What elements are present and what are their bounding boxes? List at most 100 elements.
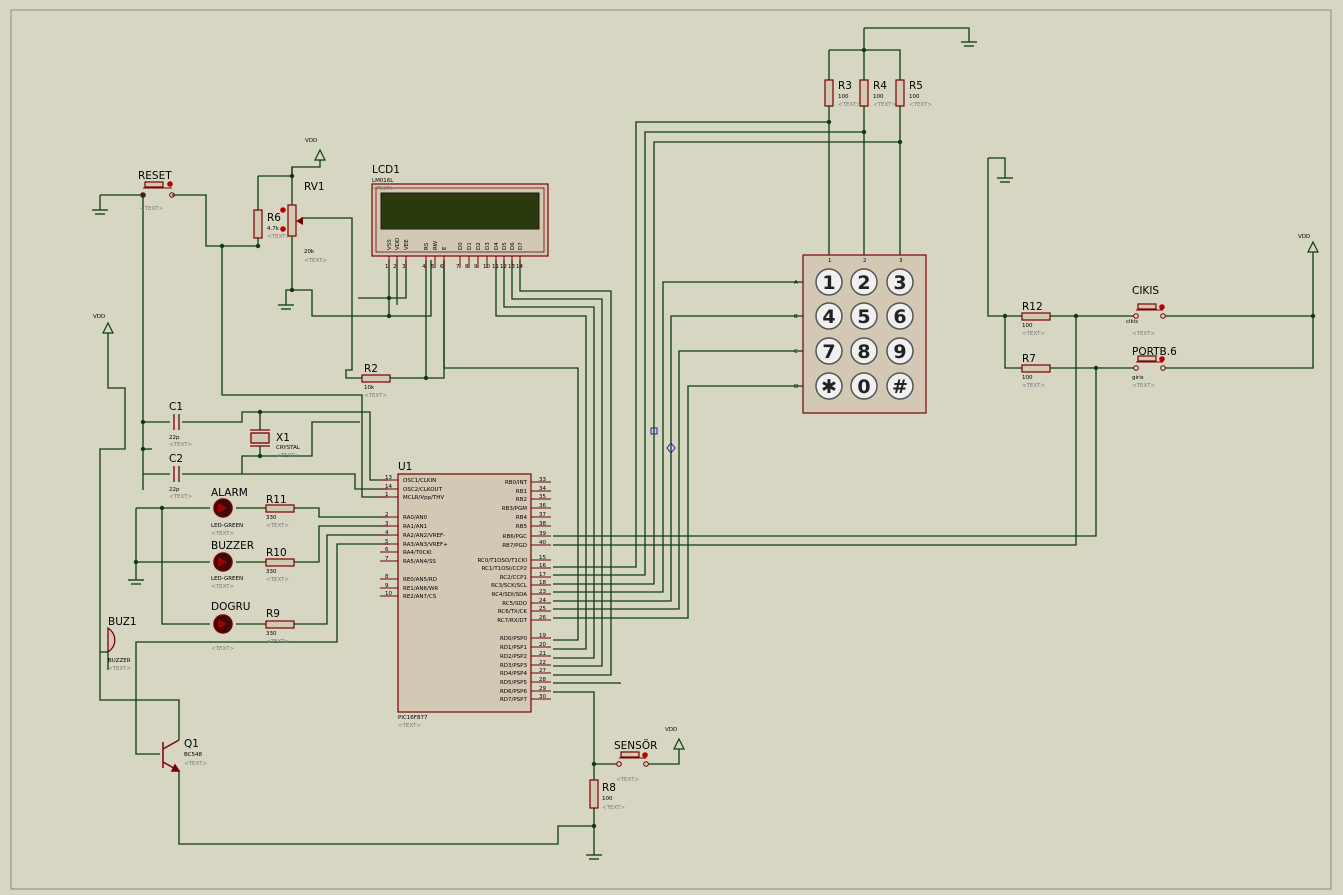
r2-text: <TEXT>	[364, 393, 387, 399]
lcd-pin-label: D5	[502, 242, 508, 250]
lcd-pin-label: D1	[467, 242, 473, 250]
u1-pin-number: 18	[539, 580, 546, 586]
u1-pin-number: 38	[539, 521, 546, 527]
u1-pin-number: 17	[539, 572, 546, 578]
lcd-pin-number: 10	[483, 264, 490, 270]
r5-label: R5	[909, 80, 923, 92]
u1-pin-label: RD0/PSP0	[500, 636, 528, 642]
u1-pin-label: RB6/PGC	[503, 534, 528, 540]
rv1-label: RV1	[304, 181, 325, 193]
x1-text: <TEXT>	[276, 453, 299, 459]
u1-pin-number: 9	[385, 583, 389, 589]
dogru-led[interactable]	[213, 614, 233, 634]
r11-resistor[interactable]	[265, 504, 295, 513]
keypad-key-label: 3	[893, 272, 906, 294]
r12-resistor[interactable]	[1021, 312, 1051, 321]
keypad-key[interactable]	[815, 337, 843, 365]
u1-pin-number: 24	[539, 598, 546, 604]
u1-text: <TEXT>	[398, 723, 421, 729]
u1-pin-label: RB3/PGM	[502, 506, 528, 512]
reset-switch[interactable]	[140, 181, 175, 198]
u1-pin-label: RA5/AN4/SS	[403, 559, 436, 565]
u1-pin-number: 40	[539, 540, 546, 546]
u1-pin-label: MCLR/Vpp/THV	[403, 495, 444, 501]
keypad-key[interactable]	[815, 372, 843, 400]
keypad-key[interactable]	[815, 268, 843, 296]
x1-crystal[interactable]	[250, 429, 270, 447]
u1-pin-label: RD6/PSP6	[500, 689, 528, 695]
keypad-col-label: 3	[899, 258, 903, 264]
buzzer-led[interactable]	[213, 552, 233, 572]
keypad-key[interactable]	[850, 372, 878, 400]
probe-marker[interactable]	[666, 442, 676, 454]
c1-label: C1	[169, 401, 183, 413]
keypad-key-label: #	[892, 376, 908, 398]
keypad-key[interactable]	[886, 268, 914, 296]
probe-marker[interactable]	[650, 427, 658, 435]
u1-pin-number: 37	[539, 512, 546, 518]
r2-value: 10k	[364, 385, 375, 391]
cikis-switch[interactable]	[1133, 303, 1166, 319]
cikis-text: <TEXT>	[1132, 331, 1155, 337]
keypad-key[interactable]	[850, 268, 878, 296]
u1-pin-number: 15	[539, 555, 546, 561]
keypad-col-label: 2	[863, 258, 867, 264]
lcd-model: LM016L	[372, 178, 394, 184]
portb6-switch[interactable]	[1133, 355, 1166, 371]
r2-resistor[interactable]	[361, 374, 391, 383]
u1-pin-number: 35	[539, 494, 546, 500]
rv1-potentiometer[interactable]	[280, 204, 303, 237]
c2-capacitor[interactable]	[173, 466, 180, 482]
vdd-label: VDD	[305, 138, 317, 144]
r11-text: <TEXT>	[266, 523, 289, 529]
lcd-pin-label: RW	[433, 240, 439, 250]
buzzer-icon[interactable]	[107, 626, 116, 654]
r7-resistor[interactable]	[1021, 364, 1051, 373]
keypad-key-label: 0	[857, 376, 870, 398]
portb6-sub: giris	[1132, 375, 1144, 381]
alarm-text: <TEXT>	[211, 531, 234, 537]
wires	[99, 27, 1314, 855]
keypad-col-label: 1	[828, 258, 832, 264]
keypad-key-label: 2	[857, 272, 870, 294]
r10-resistor[interactable]	[265, 558, 295, 567]
r5-resistor[interactable]	[895, 79, 905, 107]
u1-pin-label: RB7/PGD	[502, 543, 527, 549]
u1-pin-label: RD3/PSP3	[500, 663, 528, 669]
u1-pin-label: RC2/CCP1	[500, 575, 527, 581]
q1-transistor[interactable]	[162, 739, 181, 772]
keypad-key[interactable]	[886, 372, 914, 400]
lcd-pin-number: 13	[508, 264, 515, 270]
u1-pin-number: 20	[539, 642, 546, 648]
u1-pin-label: RE1/AN6/WR	[403, 586, 438, 592]
junctions	[133, 47, 1316, 829]
c1-value: 22p	[169, 435, 180, 441]
u1-pin-number: 10	[385, 591, 392, 597]
r9-resistor[interactable]	[265, 620, 295, 629]
c1-capacitor[interactable]	[173, 414, 180, 430]
keypad-key[interactable]	[886, 302, 914, 330]
r4-resistor[interactable]	[859, 79, 869, 107]
keypad-key[interactable]	[815, 302, 843, 330]
sensor-switch[interactable]	[616, 751, 649, 767]
r6-resistor[interactable]	[253, 209, 263, 239]
keypad-key[interactable]	[850, 337, 878, 365]
lcd-pin-number: 9	[474, 264, 478, 270]
r8-resistor[interactable]	[589, 779, 599, 809]
alarm-value: LED-GREEN	[211, 523, 243, 529]
x1-label: X1	[276, 432, 290, 444]
r3-value: 100	[838, 94, 849, 100]
keypad-key[interactable]	[886, 337, 914, 365]
r9-value: 330	[266, 631, 277, 637]
r7-label: R7	[1022, 353, 1036, 365]
buz1-label: BUZ1	[108, 616, 137, 628]
r10-label: R10	[266, 547, 287, 559]
keypad-key[interactable]	[850, 302, 878, 330]
alarm-led[interactable]	[213, 498, 233, 518]
u1-pic-microcontroller[interactable]	[397, 473, 532, 713]
r3-resistor[interactable]	[824, 79, 834, 107]
lcd-pin-number: 4	[422, 264, 426, 270]
lcd-display[interactable]	[371, 183, 549, 257]
